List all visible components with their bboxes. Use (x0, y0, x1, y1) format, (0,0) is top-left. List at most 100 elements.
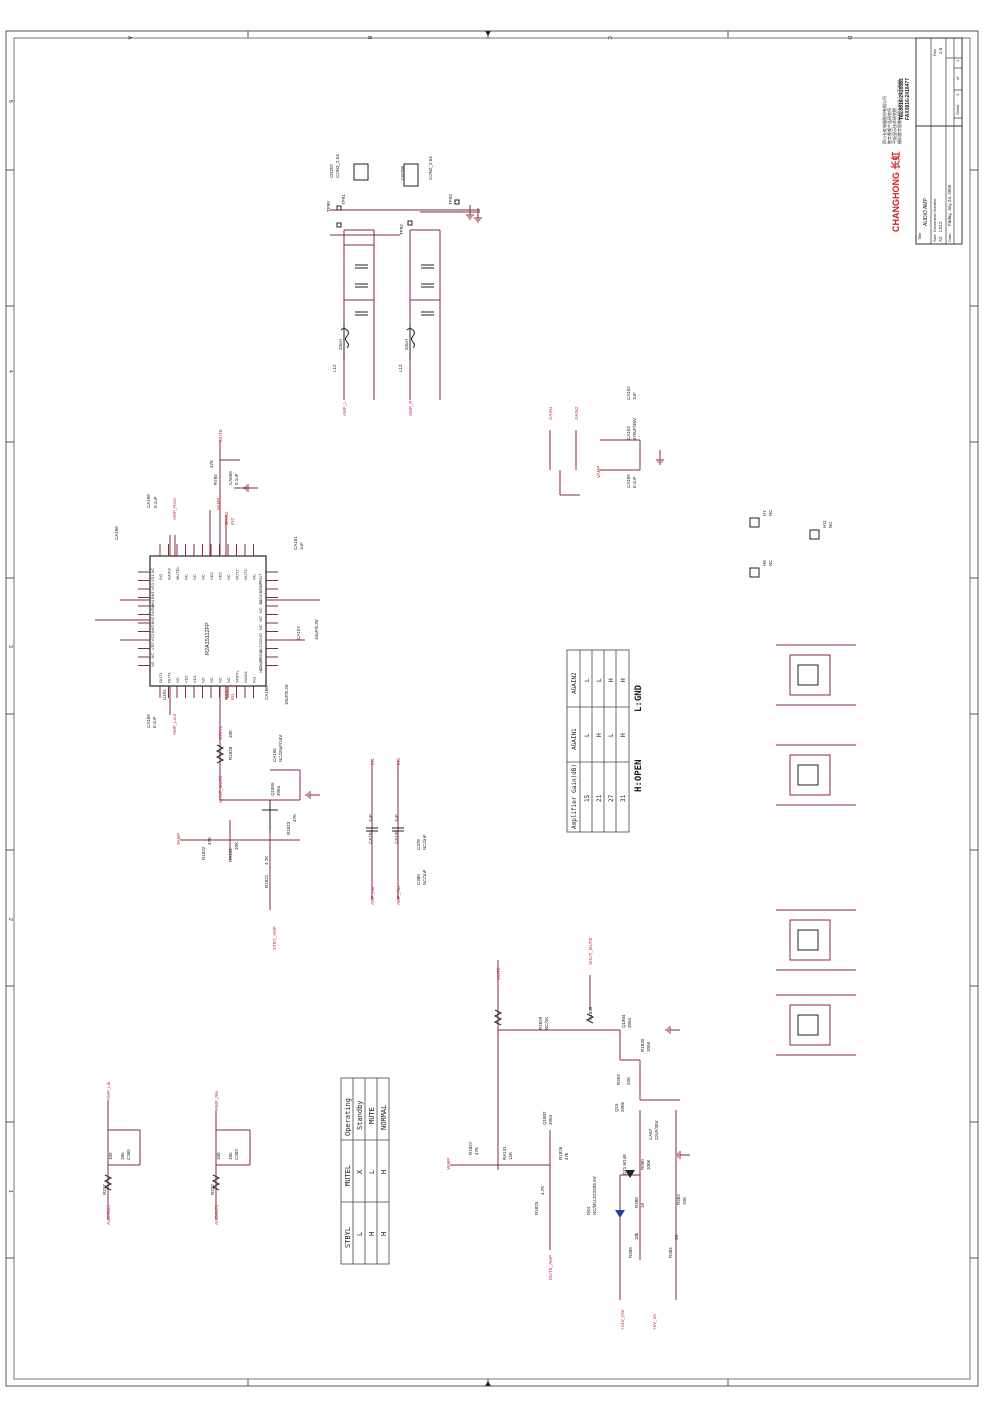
l12-label: L12 (332, 364, 337, 372)
amp-l-label: AMP_L (342, 401, 347, 416)
ic-pin-label: NC (201, 677, 206, 683)
row-marker-b: B (366, 36, 372, 40)
ic-pin-label: NC (226, 677, 231, 683)
gain-row3-a2: H (608, 678, 615, 682)
ca157-value: 10uF/6.3V (314, 619, 319, 640)
r1828-label: R1828 (228, 746, 233, 760)
gain-row1-db: 15 (584, 794, 591, 802)
gain1-sel: GAIN1 (548, 406, 553, 420)
mute-amp-label: MUTE_AMP (548, 1255, 553, 1280)
q1802-value: 3904 (548, 1114, 553, 1125)
r1827-value: 47K (474, 1147, 479, 1155)
sheet-label: Sheet (955, 104, 960, 115)
gain-header-again1: AGAIN1 (571, 728, 578, 750)
gain-row4-db: 31 (620, 794, 627, 802)
r388-label: R388 (634, 1197, 639, 1208)
of-label: of (955, 76, 960, 80)
ic-surroundings: CA168 0.1uF CA166 R765 47K CA669 0.1uF C… (95, 429, 320, 740)
r765-value: 47K (209, 460, 214, 468)
ca163-value: 470uF/35V (632, 418, 637, 440)
ic-pin-label: OUT1 (158, 672, 163, 683)
q1804-label: Q1804 (621, 1014, 626, 1028)
h7-nc: NC (768, 509, 773, 516)
r1829-label: R1829 (538, 1016, 543, 1030)
ic-pin-label: VD2 (209, 571, 214, 580)
mute-control: MUTE SHUT_MUTE R1829 NC/1K R1830 Q1804 3… (446, 937, 687, 1330)
gain2-ic: GAIN2 (224, 511, 229, 525)
mode-header-mutel: MUTEL (344, 1165, 352, 1186)
ic-pin-label: NC (209, 677, 214, 683)
ra131-value: 12K (508, 1152, 513, 1160)
r389-label: R389 (628, 1247, 633, 1258)
vamp-gain: VAMP (596, 466, 601, 478)
ic-pin-label: STBYL (235, 670, 240, 683)
gain-row3-a1: L (608, 733, 615, 737)
tp93-label: TP93 (448, 194, 453, 205)
tp91-label: TP91 (341, 194, 346, 205)
ic-pin-label: GAIN1 (243, 670, 248, 683)
ic-pin-label: NC (201, 574, 206, 580)
ca165-value: 0.1uF (632, 476, 637, 488)
gain-row3-db: 27 (608, 794, 615, 802)
ca162-value: 1uF (632, 392, 637, 400)
gain2-sel: GAIN2 (574, 406, 579, 420)
r390-value: 100K (646, 1159, 651, 1170)
output-filter-r: CN208 CON2_2.54 TP92 TP93 L13 33uH AMP_R (398, 156, 480, 416)
h8-nc: NC (768, 559, 773, 566)
ic-pin-label: AVCC (258, 641, 263, 652)
ca669-value: 0.1uF (234, 473, 239, 485)
fax-text: FAX0816-2418477 (905, 78, 911, 120)
gain-select: GAIN1 GAIN2 VAMP CA162 1uF CA163 470uF/3… (548, 386, 641, 496)
gain-row4-a2: H (620, 678, 627, 682)
ic-pin-label: NC (150, 661, 155, 667)
docnum-label: Document Number (932, 198, 937, 232)
vamp-bottom: VAMP (446, 1158, 451, 1170)
ic-pin-label: BH1 (150, 590, 155, 599)
ra132-value: 10K (234, 842, 239, 850)
mode-row1-mutel: X (356, 1169, 364, 1174)
r1830-label: R1830 (640, 1038, 645, 1052)
r383-label: R383 (676, 1194, 681, 1205)
h11-label: H11 (822, 520, 827, 528)
r393-label: R393 (616, 1074, 621, 1085)
col-marker-2: 2 (7, 918, 13, 921)
ic-pin-label: VD1 (184, 674, 189, 683)
mode-row3-stbyl: H (380, 1232, 388, 1236)
r1821-value: 4.7K (264, 856, 269, 865)
q15-label: Q15 (614, 1103, 619, 1112)
mode-row2-stbyl: H (368, 1232, 376, 1236)
r1822-label: R1822 (201, 846, 206, 860)
ic-pin-label: GND (258, 633, 263, 642)
sheet-border: A B C D 5 4 3 2 1 (5, 30, 979, 1387)
ca105-label: CA105 (272, 748, 277, 762)
in2-label: IN2 (396, 758, 401, 766)
gain-header-amp: Amplifier Gain(dB) (571, 764, 578, 829)
ca166-value: 10uF/6.3V (284, 684, 289, 705)
main-ic: R2A15112FP U101 (149, 555, 267, 700)
row-marker-d: D (846, 36, 852, 40)
gain-row1-a2: L (584, 678, 591, 682)
ic-pin-label: NC (258, 599, 263, 605)
sheet-number: 1 (955, 93, 960, 96)
in1-ic: IN1 (230, 693, 235, 701)
col-marker-3: 3 (7, 645, 13, 648)
output-filter-l: CN207 CON2_2.54 TP90 TP91 L12 33uH AMP_L (326, 154, 480, 416)
ic-pin-label: BH2 (150, 616, 155, 625)
row-marker-c: C (606, 36, 612, 40)
in2-ic: IN2 (230, 518, 235, 526)
vamp-ic: VAMP (216, 498, 221, 510)
amp-rin-bottom: AMP_Rin (214, 1090, 219, 1110)
mode-row2-op: MUTE (368, 1107, 376, 1124)
ic-pin-label: CBIAS (258, 658, 263, 670)
ca153-label: CA153 (368, 830, 373, 844)
ic-pin-label: NC (258, 607, 263, 613)
ca168-label: CA168 (146, 494, 151, 508)
gain-header-again2: AGAIN2 (571, 672, 578, 694)
c380-label: C380 (416, 874, 421, 885)
cn208-value: CON2_2.54 (428, 156, 433, 180)
ca169-label: CA169 (146, 714, 151, 728)
mode-row1-stbyl: L (356, 1232, 364, 1236)
amp-r-label: AMP_R (408, 400, 413, 416)
r1823-value: 47K (292, 814, 297, 822)
sheet-total: 1 (955, 59, 960, 62)
